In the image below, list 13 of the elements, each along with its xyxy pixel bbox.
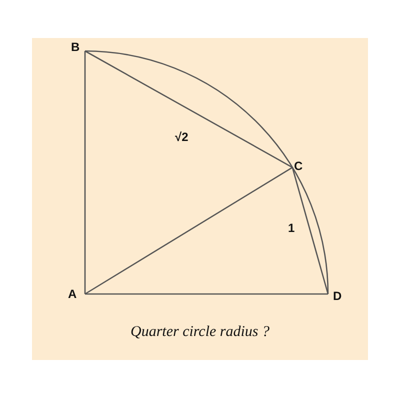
point-label: A: [68, 288, 77, 300]
line-segment: [292, 167, 329, 294]
line-segment: [84, 50, 293, 168]
point-label: B: [71, 41, 80, 53]
line-segment: [85, 293, 328, 295]
edge-label: 1: [287, 222, 296, 234]
point-label: C: [294, 160, 303, 172]
caption: Quarter circle radius ?: [129, 324, 270, 341]
quarter-circle-arc: [84, 50, 329, 294]
edge-label: √2: [174, 131, 190, 143]
line-segment: [84, 166, 293, 295]
point-label: D: [333, 290, 342, 302]
line-segment: [84, 51, 86, 294]
